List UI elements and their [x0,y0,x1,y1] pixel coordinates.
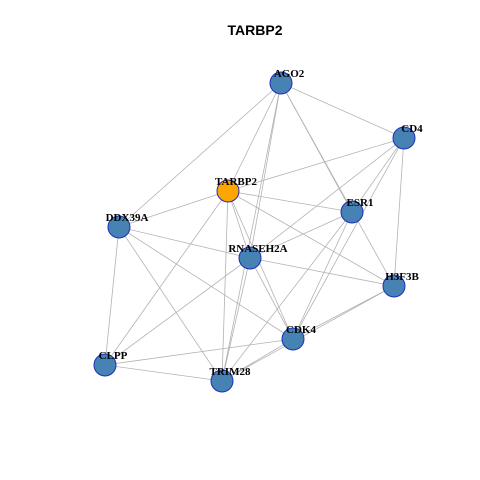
edge-ago2-h3f3b [280,82,395,287]
edge-rnaseh2a-trim28 [221,257,251,382]
edge-ago2-cd4 [280,82,405,139]
node-rnaseh2a[interactable] [238,246,262,270]
edge-cdk4-trim28 [221,338,294,382]
edge-tarbp2-cdk4 [227,190,294,340]
edge-esr1-trim28 [221,211,353,382]
edge-layer [104,82,405,382]
node-label-h3f3b: H3F3B [385,271,419,283]
diagram-title: TARBP2 [228,22,283,38]
node-cdk4[interactable] [281,327,305,351]
node-label-ago2: AGO2 [274,68,305,80]
edge-cd4-tarbp2 [227,137,405,192]
node-tarbp2[interactable] [216,179,240,203]
edge-ago2-rnaseh2a [249,82,282,259]
node-ago2[interactable] [269,71,293,95]
node-label-esr1: ESR1 [347,197,374,209]
node-label-clpp: CLPP [99,350,128,362]
edge-esr1-cdk4 [292,211,353,340]
edge-esr1-rnaseh2a [249,211,353,259]
edge-cd4-h3f3b [393,137,405,287]
edge-ddx39a-rnaseh2a [118,226,251,259]
edge-h3f3b-trim28 [221,285,395,382]
edge-cd4-cdk4 [292,137,405,340]
node-label-cd4: CD4 [401,123,423,135]
edge-tarbp2-ddx39a [118,190,229,228]
node-label-tarbp2: TARBP2 [215,176,257,188]
node-label-cdk4: CDK4 [286,324,316,336]
edge-cd4-rnaseh2a [249,137,405,259]
edge-tarbp2-esr1 [227,190,353,213]
edge-cdk4-clpp [104,338,294,366]
edge-h3f3b-cdk4 [292,285,395,340]
edge-ago2-ddx39a [118,82,282,228]
edge-rnaseh2a-h3f3b [249,257,395,287]
edge-tarbp2-clpp [104,190,229,366]
node-label-rnaseh2a: RNASEH2A [228,243,287,255]
edge-clpp-trim28 [104,364,223,382]
node-label-ddx39a: DDX39A [106,212,149,224]
edge-cd4-esr1 [351,137,405,213]
edge-ddx39a-clpp [104,226,120,366]
edge-ddx39a-trim28 [118,226,223,382]
node-esr1[interactable] [340,200,364,224]
edge-tarbp2-trim28 [221,190,229,382]
edge-rnaseh2a-cdk4 [249,257,294,340]
node-layer [93,71,416,393]
edge-tarbp2-h3f3b [227,190,395,287]
node-label-trim28: TRIM28 [210,366,251,378]
node-h3f3b[interactable] [382,274,406,298]
edge-rnaseh2a-clpp [104,257,251,366]
node-ddx39a[interactable] [107,215,131,239]
node-trim28[interactable] [210,369,234,393]
node-clpp[interactable] [93,353,117,377]
edge-ddx39a-cdk4 [118,226,294,340]
edge-ago2-trim28 [221,82,282,382]
edge-tarbp2-rnaseh2a [227,190,251,259]
node-cd4[interactable] [392,126,416,150]
edge-ago2-tarbp2 [227,82,282,192]
